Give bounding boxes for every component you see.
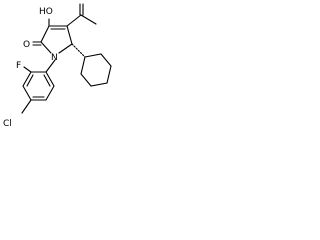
hydroxyl-label: HO xyxy=(39,7,53,17)
n-aryl-bond xyxy=(45,59,56,73)
label-layer: HO O N F Cl xyxy=(3,7,58,129)
aryl-ring xyxy=(22,71,55,101)
aryl-inner-bond-1 xyxy=(26,74,34,87)
c5-n-bond xyxy=(58,43,73,54)
bond-layer xyxy=(21,3,112,114)
ring-nitrogen-label: N xyxy=(51,53,58,63)
fluorine-label: F xyxy=(16,61,21,71)
ring-acetyl-bond xyxy=(66,14,82,27)
aryl-f-bond xyxy=(23,66,32,73)
chlorine-label: Cl xyxy=(3,119,12,129)
n-c2-bond xyxy=(40,41,52,54)
aryl-cl-bond xyxy=(21,99,32,114)
cyclohexyl-ring xyxy=(80,53,112,87)
acetyl-methyl-bond xyxy=(80,14,97,25)
molecule-structure: HO O N F Cl xyxy=(3,3,112,129)
c2-c3-bond xyxy=(40,25,50,43)
aryl-inner-bond-3 xyxy=(43,74,51,87)
c5-cyclohexyl-hashed-bond xyxy=(71,43,86,58)
c4-c5-bond xyxy=(66,25,73,45)
carbonyl-oxygen-label: O xyxy=(23,40,30,50)
